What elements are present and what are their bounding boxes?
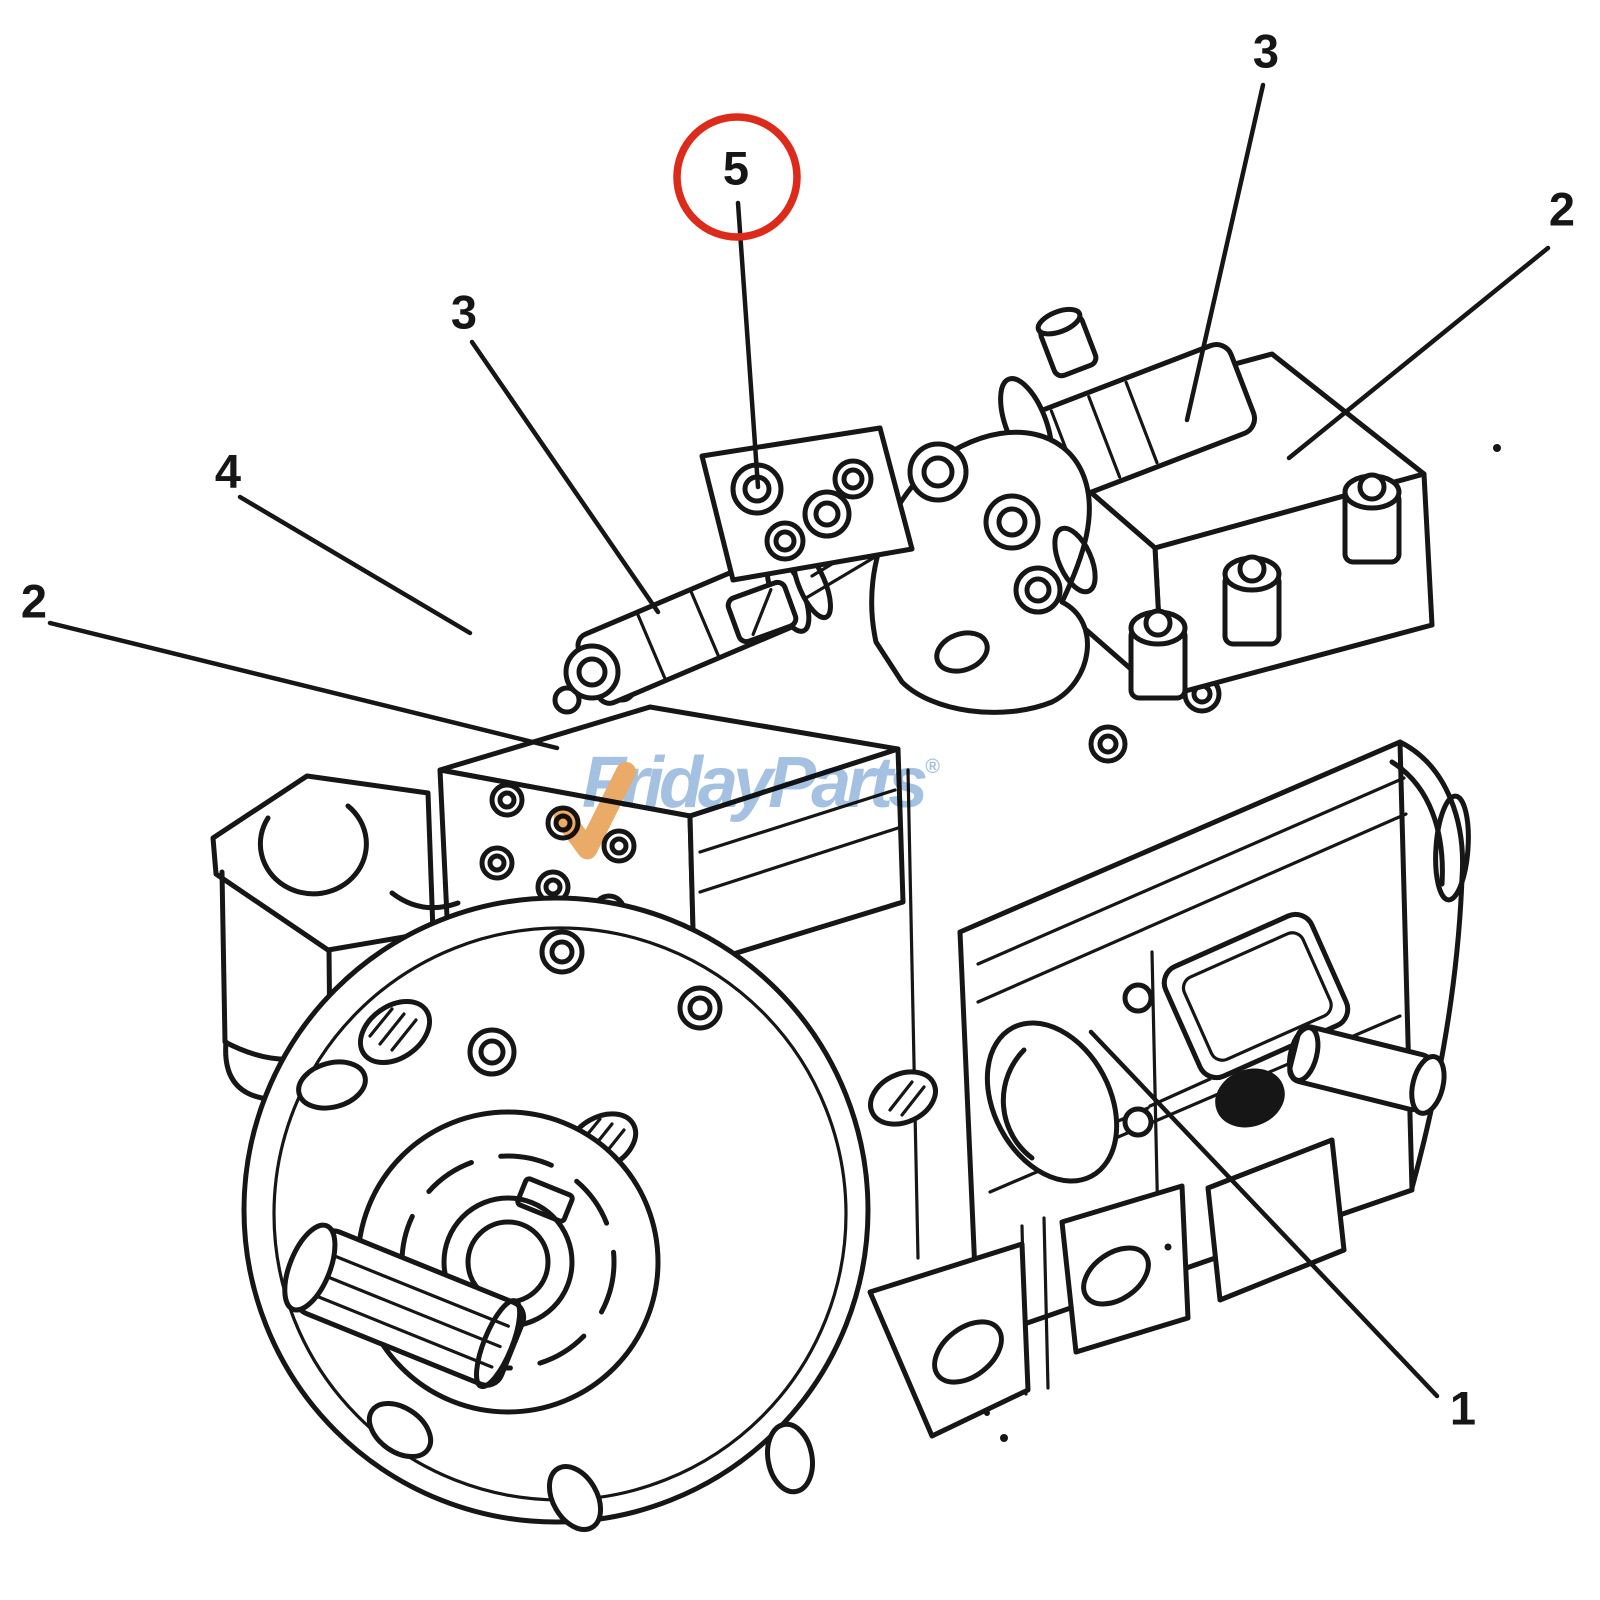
highlight-circle (673, 113, 801, 241)
callout-2-far-left: 2 (21, 574, 560, 751)
callout-4-left: 4 (215, 444, 473, 636)
callout-2-right: 2 (1286, 182, 1575, 461)
callout-5-top-center: 5 (673, 113, 801, 490)
callout-label-3-left: 3 (451, 285, 477, 338)
gear-pump-front (241, 895, 938, 1532)
pump-art (210, 306, 1501, 1532)
callout-1-bottom-right: 1 (1088, 1029, 1476, 1434)
callouts: 5 3 2 3 4 2 (21, 24, 1575, 1434)
center-valve-manifold (869, 429, 1098, 715)
callout-label-4: 4 (215, 444, 241, 497)
splined-shaft (282, 1222, 527, 1390)
drain-plug (1287, 1024, 1447, 1116)
callout-label-1: 1 (1450, 1381, 1476, 1434)
callout-label-2-right: 2 (1549, 182, 1575, 235)
regulator-bolt-posts (1128, 472, 1402, 701)
callout-3-upper-left: 3 (451, 285, 661, 615)
callout-label-2-left: 2 (21, 574, 47, 627)
callout-3-top-right: 3 (1184, 24, 1279, 423)
callout-label-5: 5 (723, 141, 749, 194)
callout-label-3-right: 3 (1253, 24, 1279, 77)
rear-pump-body (906, 674, 1471, 1396)
